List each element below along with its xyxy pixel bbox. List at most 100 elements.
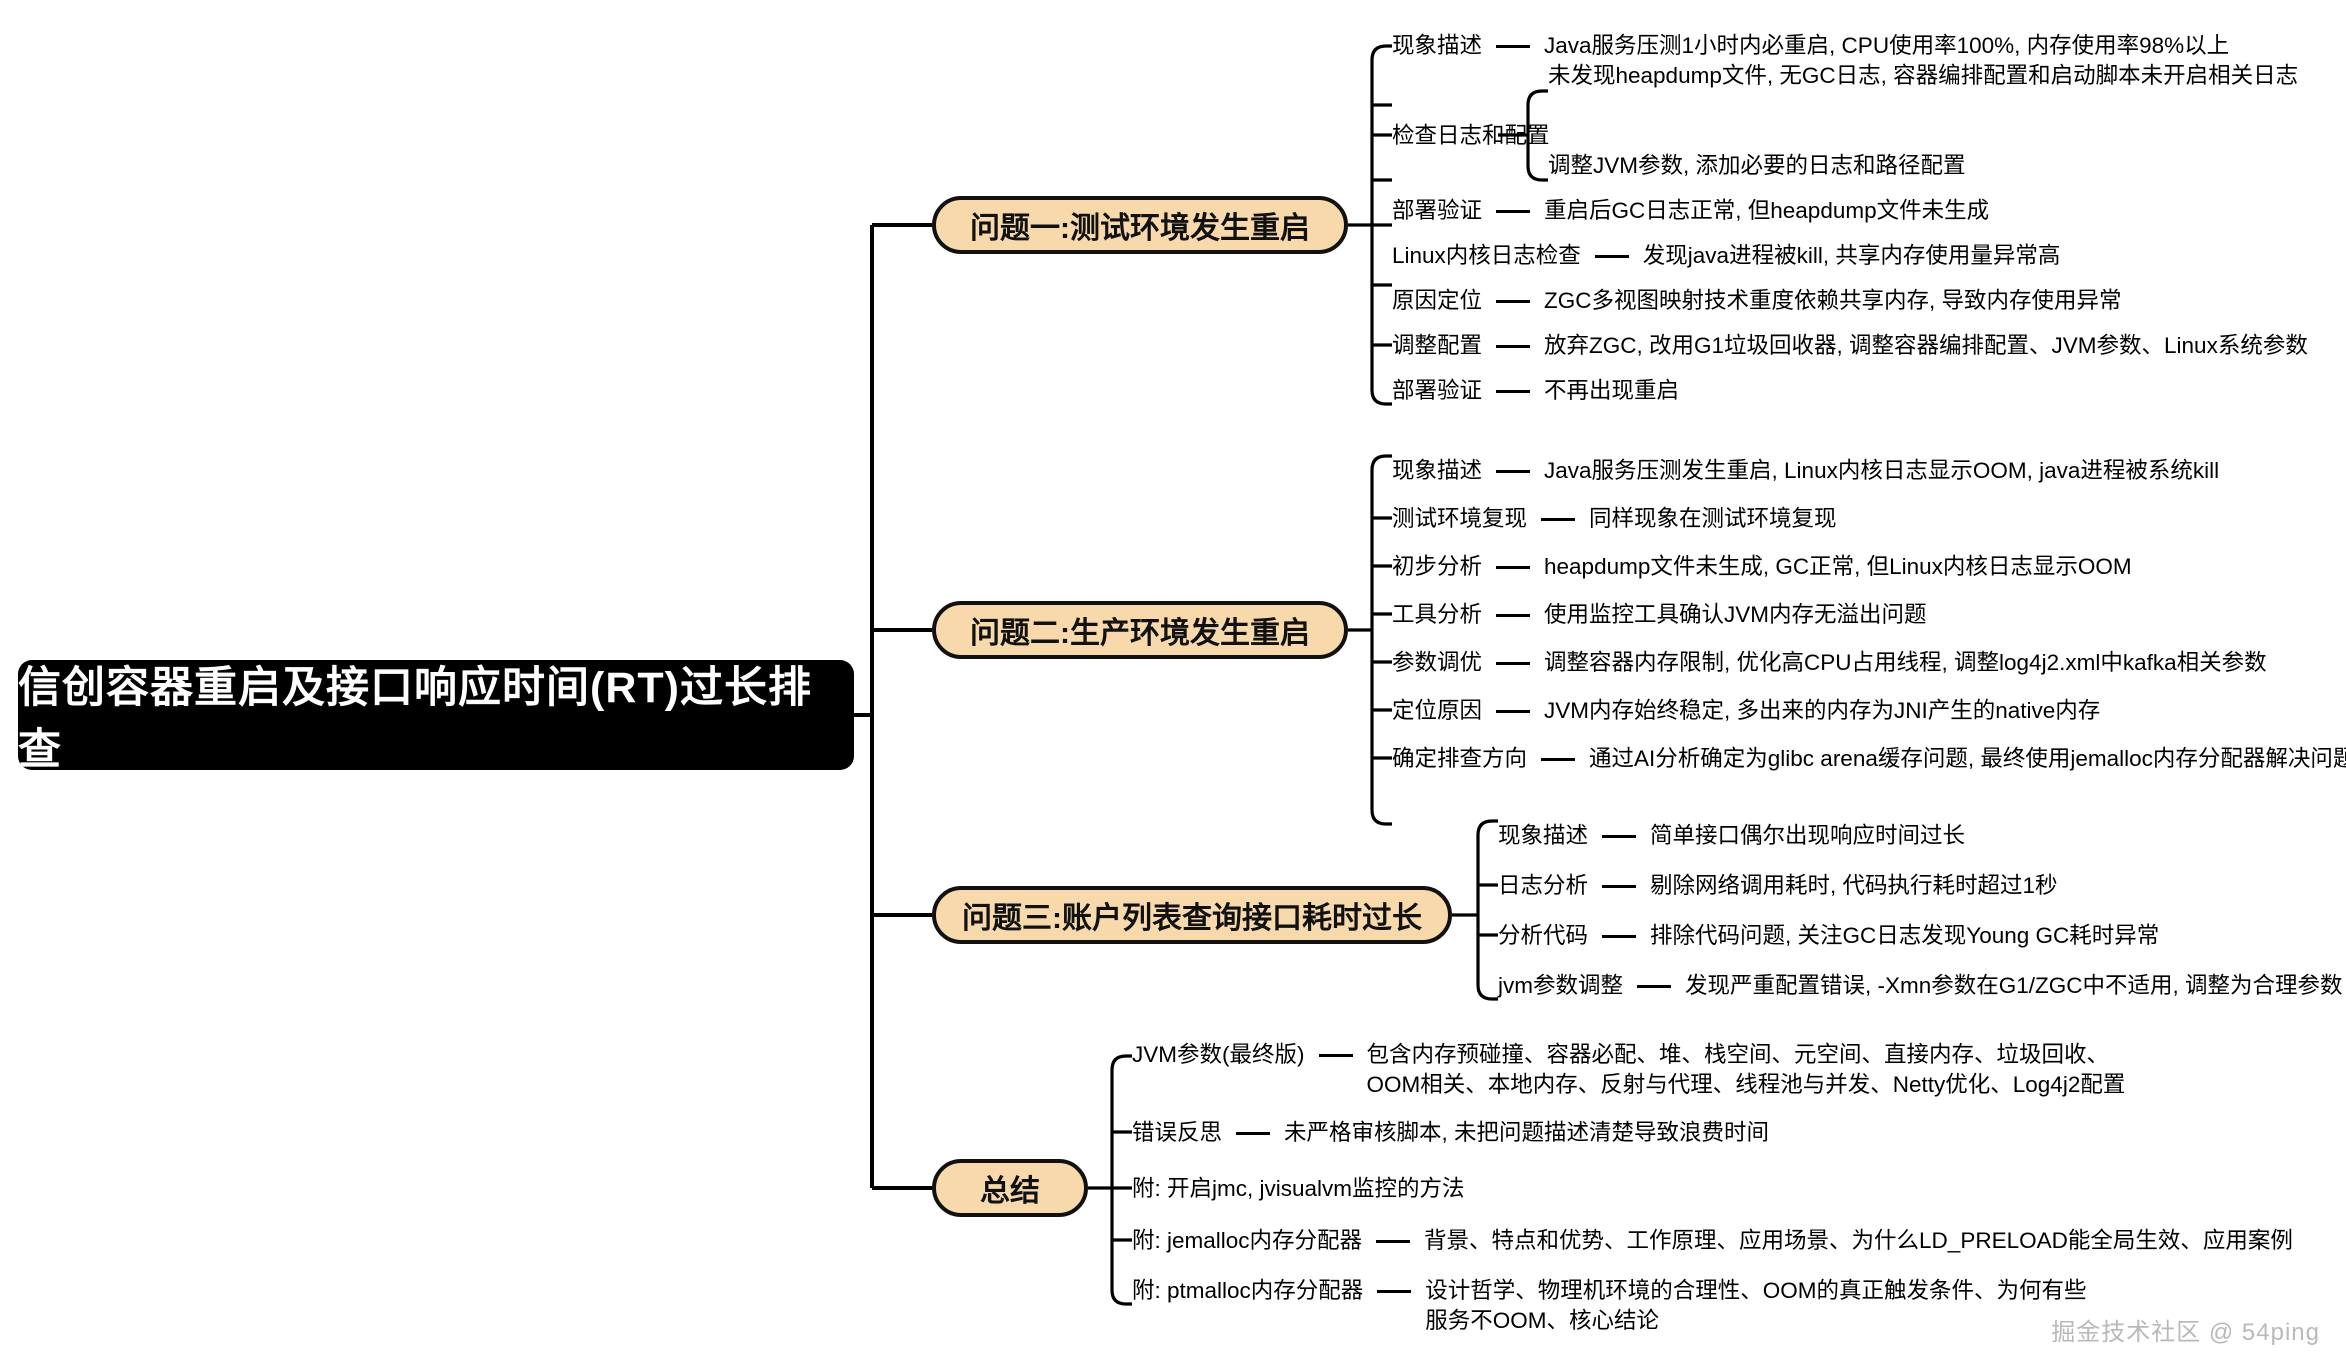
- leaf-dash: [1602, 935, 1637, 938]
- leaf-row[interactable]: 附: ptmalloc内存分配器 设计哲学、物理机环境的合理性、OOM的真正触发…: [1132, 1276, 2105, 1336]
- leaf-label: 测试环境复现: [1392, 506, 1528, 531]
- leaf-row[interactable]: 初步分析 heapdump文件未生成, GC正常, 但Linux内核日志显示OO…: [1392, 552, 2132, 582]
- leaf-label: 参数调优: [1392, 650, 1483, 675]
- leaf-dash: [1637, 985, 1671, 988]
- topic-node-1[interactable]: 问题一:测试环境发生重启: [932, 196, 1348, 254]
- leaf-value: 排除代码问题, 关注GC日志发现Young GC耗时异常: [1650, 923, 2160, 948]
- leaf-value: 发现严重配置错误, -Xmn参数在G1/ZGC中不适用, 调整为合理参数: [1685, 973, 2343, 998]
- leaf-row[interactable]: 现象描述 简单接口偶尔出现响应时间过长: [1498, 821, 1965, 851]
- leaf-value: 发现java进程被kill, 共享内存使用量异常高: [1642, 243, 2061, 268]
- leaf-row[interactable]: 附: jemalloc内存分配器 背景、特点和优势、工作原理、应用场景、为什么L…: [1132, 1226, 2293, 1256]
- leaf-row[interactable]: 参数调优 调整容器内存限制, 优化高CPU占用线程, 调整log4j2.xml中…: [1392, 648, 2267, 678]
- leaf-row[interactable]: JVM参数(最终版) 包含内存预碰撞、容器必配、堆、栈空间、元空间、直接内存、垃…: [1132, 1040, 2127, 1100]
- leaf-value: 包含内存预碰撞、容器必配、堆、栈空间、元空间、直接内存、垃圾回收、OOM相关、本…: [1366, 1042, 2126, 1097]
- leaf-row[interactable]: 部署验证 重启后GC日志正常, 但heapdump文件未生成: [1392, 196, 1989, 226]
- leaf-value: 重启后GC日志正常, 但heapdump文件未生成: [1544, 198, 1990, 223]
- topic-node-2[interactable]: 问题二:生产环境发生重启: [932, 601, 1348, 659]
- leaf-label: 日志分析: [1498, 873, 1589, 898]
- leaf-row[interactable]: 现象描述 Java服务压测发生重启, Linux内核日志显示OOM, java进…: [1392, 456, 2219, 486]
- leaf-row[interactable]: 工具分析 使用监控工具确认JVM内存无溢出问题: [1392, 600, 1927, 630]
- topic-node-4[interactable]: 总结: [932, 1159, 1088, 1217]
- leaf-value: 不再出现重启: [1544, 378, 1680, 403]
- leaf-row[interactable]: 检查日志和配置: [1392, 121, 1550, 151]
- leaf-dash: [1496, 566, 1531, 569]
- watermark: 掘金技术社区 @ 54ping: [2051, 1319, 2320, 1346]
- topic-node-3[interactable]: 问题三:账户列表查询接口耗时过长: [932, 886, 1452, 944]
- leaf-value: 调整JVM参数, 添加必要的日志和路径配置: [1548, 153, 1966, 178]
- leaf-label: 调整配置: [1392, 333, 1483, 358]
- leaf-dash: [1496, 45, 1531, 48]
- leaf-value: 剔除网络调用耗时, 代码执行耗时超过1秒: [1650, 873, 2058, 898]
- leaf-label: 现象描述: [1498, 823, 1589, 848]
- leaf-value: 使用监控工具确认JVM内存无溢出问题: [1544, 602, 1927, 627]
- leaf-dash: [1602, 885, 1637, 888]
- leaf-label: 错误反思: [1132, 1120, 1223, 1145]
- leaf-dash: [1496, 470, 1531, 473]
- leaf-dash: [1594, 255, 1629, 258]
- leaf-row[interactable]: 错误反思 未严格审核脚本, 未把问题描述清楚导致浪费时间: [1132, 1118, 1769, 1148]
- leaf-row[interactable]: 调整JVM参数, 添加必要的日志和路径配置: [1548, 151, 1966, 181]
- leaf-row[interactable]: 分析代码 排除代码问题, 关注GC日志发现Young GC耗时异常: [1498, 921, 2159, 951]
- leaf-label: 现象描述: [1392, 33, 1483, 58]
- topic-label-1: 问题一:测试环境发生重启: [970, 212, 1310, 245]
- leaf-value: 未发现heapdump文件, 无GC日志, 容器编排配置和启动脚本未开启相关日志: [1548, 63, 2299, 88]
- leaf-row[interactable]: 调整配置 放弃ZGC, 改用G1垃圾回收器, 调整容器编排配置、JVM参数、Li…: [1392, 331, 2308, 361]
- topic-label-2: 问题二:生产环境发生重启: [970, 617, 1310, 650]
- leaf-label: 附: ptmalloc内存分配器: [1132, 1278, 1364, 1303]
- leaf-dash: [1496, 614, 1531, 617]
- leaf-value: 背景、特点和优势、工作原理、应用场景、为什么LD_PRELOAD能全局生效、应用…: [1424, 1228, 2293, 1253]
- leaf-row[interactable]: 现象描述 Java服务压测1小时内必重启, CPU使用率100%, 内存使用率9…: [1392, 31, 2229, 61]
- leaf-label: 工具分析: [1392, 602, 1483, 627]
- leaf-row[interactable]: 未发现heapdump文件, 无GC日志, 容器编排配置和启动脚本未开启相关日志: [1548, 61, 2298, 91]
- leaf-label: 部署验证: [1392, 198, 1483, 223]
- leaf-value: 调整容器内存限制, 优化高CPU占用线程, 调整log4j2.xml中kafka…: [1544, 650, 2267, 675]
- leaf-label: 分析代码: [1498, 923, 1589, 948]
- leaf-dash: [1496, 390, 1531, 393]
- leaf-row[interactable]: 定位原因 JVM内存始终稳定, 多出来的内存为JNI产生的native内存: [1392, 696, 2100, 726]
- leaf-label: JVM参数(最终版): [1132, 1042, 1305, 1067]
- leaf-dash: [1496, 662, 1531, 665]
- leaf-value: JVM内存始终稳定, 多出来的内存为JNI产生的native内存: [1544, 698, 2101, 723]
- leaf-value: 通过AI分析确定为glibc arena缓存问题, 最终使用jemalloc内存…: [1589, 746, 2346, 771]
- leaf-dash: [1496, 710, 1531, 713]
- leaf-dash: [1318, 1054, 1353, 1057]
- leaf-label: 附: 开启jmc, jvisualvm监控的方法: [1132, 1176, 1465, 1201]
- leaf-row[interactable]: 确定排查方向 通过AI分析确定为glibc arena缓存问题, 最终使用jem…: [1392, 744, 2346, 774]
- leaf-label: 确定排查方向: [1392, 746, 1528, 771]
- leaf-value: 设计哲学、物理机环境的合理性、OOM的真正触发条件、为何有些服务不OOM、核心结…: [1425, 1278, 2087, 1333]
- leaf-dash: [1376, 1240, 1411, 1243]
- leaf-label: Linux内核日志检查: [1392, 243, 1581, 268]
- leaf-value: Java服务压测1小时内必重启, CPU使用率100%, 内存使用率98%以上: [1544, 33, 2230, 58]
- leaf-value: 同样现象在测试环境复现: [1589, 506, 1837, 531]
- leaf-value: Java服务压测发生重启, Linux内核日志显示OOM, java进程被系统k…: [1544, 458, 2220, 483]
- leaf-value: heapdump文件未生成, GC正常, 但Linux内核日志显示OOM: [1544, 554, 2132, 579]
- leaf-row[interactable]: 原因定位 ZGC多视图映射技术重度依赖共享内存, 导致内存使用异常: [1392, 286, 2122, 316]
- topic-label-4: 总结: [980, 1175, 1040, 1208]
- leaf-value: 未严格审核脚本, 未把问题描述清楚导致浪费时间: [1284, 1120, 1770, 1145]
- leaf-row[interactable]: Linux内核日志检查 发现java进程被kill, 共享内存使用量异常高: [1392, 241, 2060, 271]
- leaf-dash: [1377, 1290, 1412, 1293]
- leaf-label: 附: jemalloc内存分配器: [1132, 1228, 1363, 1253]
- topic-label-3: 问题三:账户列表查询接口耗时过长: [962, 902, 1422, 935]
- leaf-dash: [1541, 518, 1576, 521]
- leaf-dash: [1496, 210, 1531, 213]
- leaf-dash: [1541, 758, 1576, 761]
- leaf-label: 检查日志和配置: [1392, 123, 1550, 148]
- leaf-row[interactable]: jvm参数调整 发现严重配置错误, -Xmn参数在G1/ZGC中不适用, 调整为…: [1498, 971, 2343, 1001]
- leaf-label: 现象描述: [1392, 458, 1483, 483]
- leaf-value: 简单接口偶尔出现响应时间过长: [1650, 823, 1966, 848]
- leaf-row[interactable]: 附: 开启jmc, jvisualvm监控的方法: [1132, 1174, 1465, 1204]
- leaf-row[interactable]: 测试环境复现 同样现象在测试环境复现: [1392, 504, 1837, 534]
- leaf-label: 部署验证: [1392, 378, 1483, 403]
- leaf-row[interactable]: 日志分析 剔除网络调用耗时, 代码执行耗时超过1秒: [1498, 871, 2058, 901]
- root-node[interactable]: 信创容器重启及接口响应时间(RT)过长排查: [18, 660, 854, 774]
- leaf-label: jvm参数调整: [1498, 973, 1623, 998]
- leaf-dash: [1496, 345, 1531, 348]
- leaf-label: 初步分析: [1392, 554, 1483, 579]
- leaf-dash: [1236, 1132, 1271, 1135]
- leaf-row[interactable]: 部署验证 不再出现重启: [1392, 376, 1679, 406]
- leaf-label: 定位原因: [1392, 698, 1483, 723]
- leaf-value: 放弃ZGC, 改用G1垃圾回收器, 调整容器编排配置、JVM参数、Linux系统…: [1544, 333, 2308, 358]
- leaf-label: 原因定位: [1392, 288, 1483, 313]
